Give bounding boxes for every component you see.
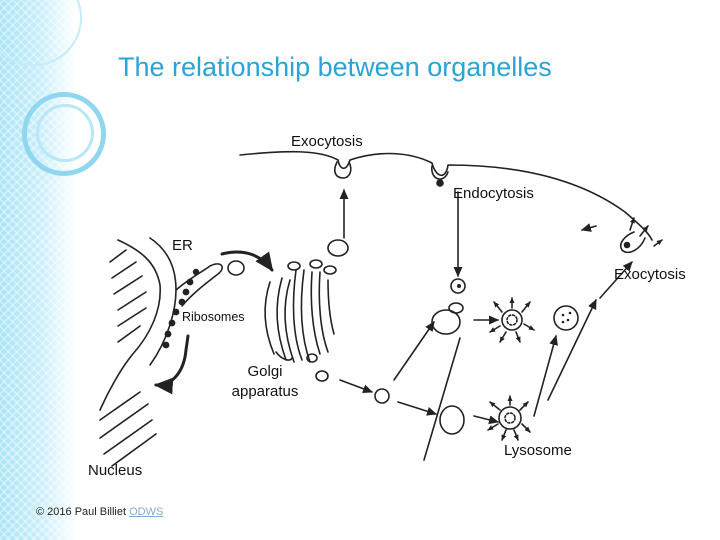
phagosome: [489, 297, 535, 343]
odws-link[interactable]: ODWS: [129, 506, 164, 518]
ribosome-dots: [162, 268, 200, 349]
label-exocytosis-right: Exocytosis: [614, 266, 686, 283]
lysosome: [487, 395, 531, 441]
label-endocytosis: Endocytosis: [453, 185, 534, 202]
lysosome-vesicle: [439, 405, 465, 435]
endosome-large: [431, 309, 461, 335]
label-lysosome: Lysosome: [504, 442, 572, 459]
golgi-vesicle: [374, 388, 390, 404]
decorative-ring: [22, 92, 106, 176]
endosome: [450, 278, 466, 294]
label-er: ER: [172, 237, 193, 254]
secretory-vesicle: [327, 239, 349, 257]
label-nucleus: Nucleus: [88, 462, 143, 479]
nucleus-to-er-arrow: [153, 348, 188, 395]
label-exocytosis-top: Exocytosis: [291, 133, 363, 150]
label-golgi-line1: Golgi: [247, 363, 283, 380]
golgi-apparatus: [264, 259, 337, 382]
transport-vesicle: [227, 260, 245, 276]
nuclear-envelope: [99, 237, 177, 467]
right-exocytosis-pit: [619, 231, 646, 254]
decorative-side-band: [0, 0, 76, 540]
copyright-footer: © 2016 Paul Billiet ODWS: [36, 506, 163, 518]
label-ribosomes: Ribosomes: [182, 310, 245, 324]
secretory-granule: [553, 305, 579, 331]
label-golgi-apparatus: Golgi apparatus: [220, 362, 310, 402]
endocytosis-pit: [431, 165, 449, 180]
copyright-text: © 2016 Paul Billiet: [36, 506, 127, 518]
er-to-golgi-arrow: [220, 250, 274, 272]
decorative-ring: [36, 104, 94, 162]
slide-title: The relationship between organelles: [118, 52, 552, 82]
label-golgi-line2: apparatus: [231, 383, 299, 400]
cell-membrane: [239, 150, 653, 241]
exocytosis-vesicle-fusing: [334, 161, 352, 179]
